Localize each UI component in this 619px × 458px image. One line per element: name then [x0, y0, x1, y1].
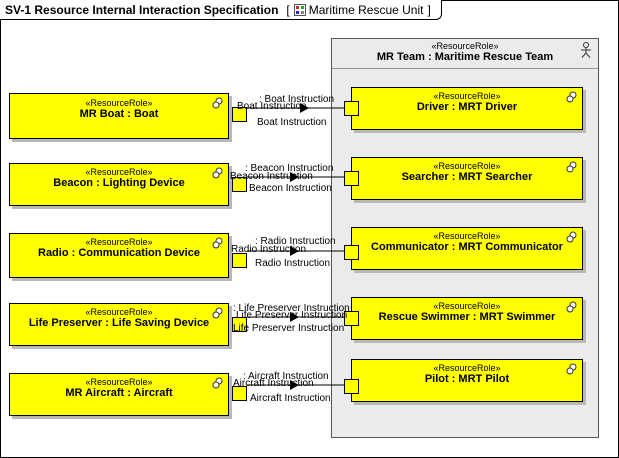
role-stereotype: «ResourceRole»	[433, 231, 501, 241]
port-aircraft-left[interactable]	[232, 386, 247, 401]
role-name: MR Boat : Boat	[79, 108, 159, 120]
role-name: Pilot : MRT Pilot	[424, 373, 510, 385]
port-radio-left[interactable]	[232, 253, 247, 268]
team-stereotype: «ResourceRole»	[431, 41, 499, 51]
connector-boat[interactable]	[247, 103, 344, 113]
connector-aircraft[interactable]	[247, 380, 344, 390]
connector-beacon[interactable]	[247, 172, 344, 182]
port-label-right: Life Preserver Instruction	[233, 323, 345, 334]
team-name: MR Team : Maritime Rescue Team	[376, 51, 554, 63]
role-box-mr-boat[interactable]: «ResourceRole» MR Boat : Boat	[9, 93, 229, 139]
port-searcher-right[interactable]	[344, 171, 359, 186]
role-box-mr-aircraft[interactable]: «ResourceRole» MR Aircraft : Aircraft	[9, 373, 229, 416]
role-stereotype: «ResourceRole»	[85, 237, 153, 247]
role-stereotype: «ResourceRole»	[85, 98, 153, 108]
connector-life-preserver[interactable]	[247, 312, 344, 322]
port-label-left: Boat Instruction	[237, 101, 307, 112]
context-bracket-open: [	[286, 2, 290, 17]
team-header: «ResourceRole» MR Team : Maritime Rescue…	[332, 39, 598, 69]
flow-arrow	[300, 103, 309, 113]
flow-label: : Boat Instruction	[259, 94, 335, 105]
port-boat-left[interactable]	[232, 107, 247, 122]
role-stereotype: «ResourceRole»	[85, 307, 153, 317]
role-box-rescue-swimmer[interactable]: «ResourceRole» Rescue Swimmer : MRT Swim…	[351, 297, 583, 340]
flow-arrow	[290, 312, 299, 322]
port-label-right: Aircraft Instruction	[250, 393, 331, 404]
port-communicator-right[interactable]	[344, 245, 359, 260]
resource-role-icon	[212, 97, 223, 109]
role-box-radio[interactable]: «ResourceRole» Radio : Communication Dev…	[9, 233, 229, 278]
role-name: Rescue Swimmer : MRT Swimmer	[378, 311, 556, 323]
resource-role-icon	[566, 91, 577, 103]
role-name: Radio : Communication Device	[38, 247, 200, 259]
port-label-left: Aircraft Instruction	[233, 378, 314, 389]
resource-unit-icon	[293, 3, 306, 16]
role-box-driver[interactable]: «ResourceRole» Driver : MRT Driver	[351, 87, 583, 130]
resource-role-icon	[212, 377, 223, 389]
port-label-right: Radio Instruction	[255, 258, 331, 269]
role-box-communicator[interactable]: «ResourceRole» Communicator : MRT Commun…	[351, 227, 583, 270]
role-name: Searcher : MRT Searcher	[401, 171, 533, 183]
flow-label: : Life Preserver Instruction	[233, 303, 350, 314]
flow-arrow	[290, 172, 299, 182]
flow-label: : Beacon Instruction	[245, 163, 334, 174]
context-bracket-close: ]	[427, 2, 431, 17]
role-stereotype: «ResourceRole»	[433, 161, 501, 171]
role-name: Driver : MRT Driver	[416, 101, 518, 113]
role-stereotype: «ResourceRole»	[85, 377, 153, 387]
resource-role-icon	[212, 237, 223, 249]
resource-role-icon	[566, 161, 577, 173]
port-driver-right[interactable]	[344, 101, 359, 116]
role-stereotype: «ResourceRole»	[85, 167, 153, 177]
resource-role-icon	[566, 301, 577, 313]
diagram-context-name: Maritime Rescue Unit	[308, 2, 424, 17]
port-life-preserver-left[interactable]	[232, 317, 247, 332]
port-label-left: Beacon Instruction	[230, 171, 313, 182]
resource-role-icon	[212, 307, 223, 319]
role-name: Life Preserver : Life Saving Device	[28, 317, 210, 329]
port-label-right: Boat Instruction	[257, 117, 327, 128]
frame-header: SV-1 Resource Internal Interaction Speci…	[0, 0, 442, 20]
flow-label: : Radio Instruction	[255, 236, 336, 247]
role-stereotype: «ResourceRole»	[433, 91, 501, 101]
role-stereotype: «ResourceRole»	[433, 301, 501, 311]
flow-label: : Aircraft Instruction	[243, 371, 329, 382]
role-box-beacon[interactable]: «ResourceRole» Beacon : Lighting Device	[9, 163, 229, 206]
role-box-searcher[interactable]: «ResourceRole» Searcher : MRT Searcher	[351, 157, 583, 200]
port-pilot-right[interactable]	[344, 379, 359, 394]
role-name: MR Aircraft : Aircraft	[65, 387, 173, 399]
diagram-title: SV-1 Resource Internal Interaction Speci…	[5, 2, 279, 17]
port-label-left: Life Preserver Instruction	[236, 310, 348, 321]
port-label-right: Beacon Instruction	[249, 183, 332, 194]
resource-role-icon	[212, 167, 223, 179]
flow-arrow	[290, 380, 299, 390]
actor-icon	[581, 42, 591, 58]
resource-role-icon	[566, 231, 577, 243]
role-box-life-preserver[interactable]: «ResourceRole» Life Preserver : Life Sav…	[9, 303, 229, 346]
port-swimmer-right[interactable]	[344, 311, 359, 326]
port-label-left: Radio Instruction	[231, 244, 307, 255]
port-beacon-left[interactable]	[232, 177, 247, 192]
role-name: Beacon : Lighting Device	[53, 177, 185, 189]
role-name: Communicator : MRT Communicator	[371, 241, 563, 253]
role-stereotype: «ResourceRole»	[433, 363, 501, 373]
flow-arrow	[290, 246, 299, 256]
connector-radio[interactable]	[247, 246, 344, 256]
resource-role-icon	[566, 363, 577, 375]
